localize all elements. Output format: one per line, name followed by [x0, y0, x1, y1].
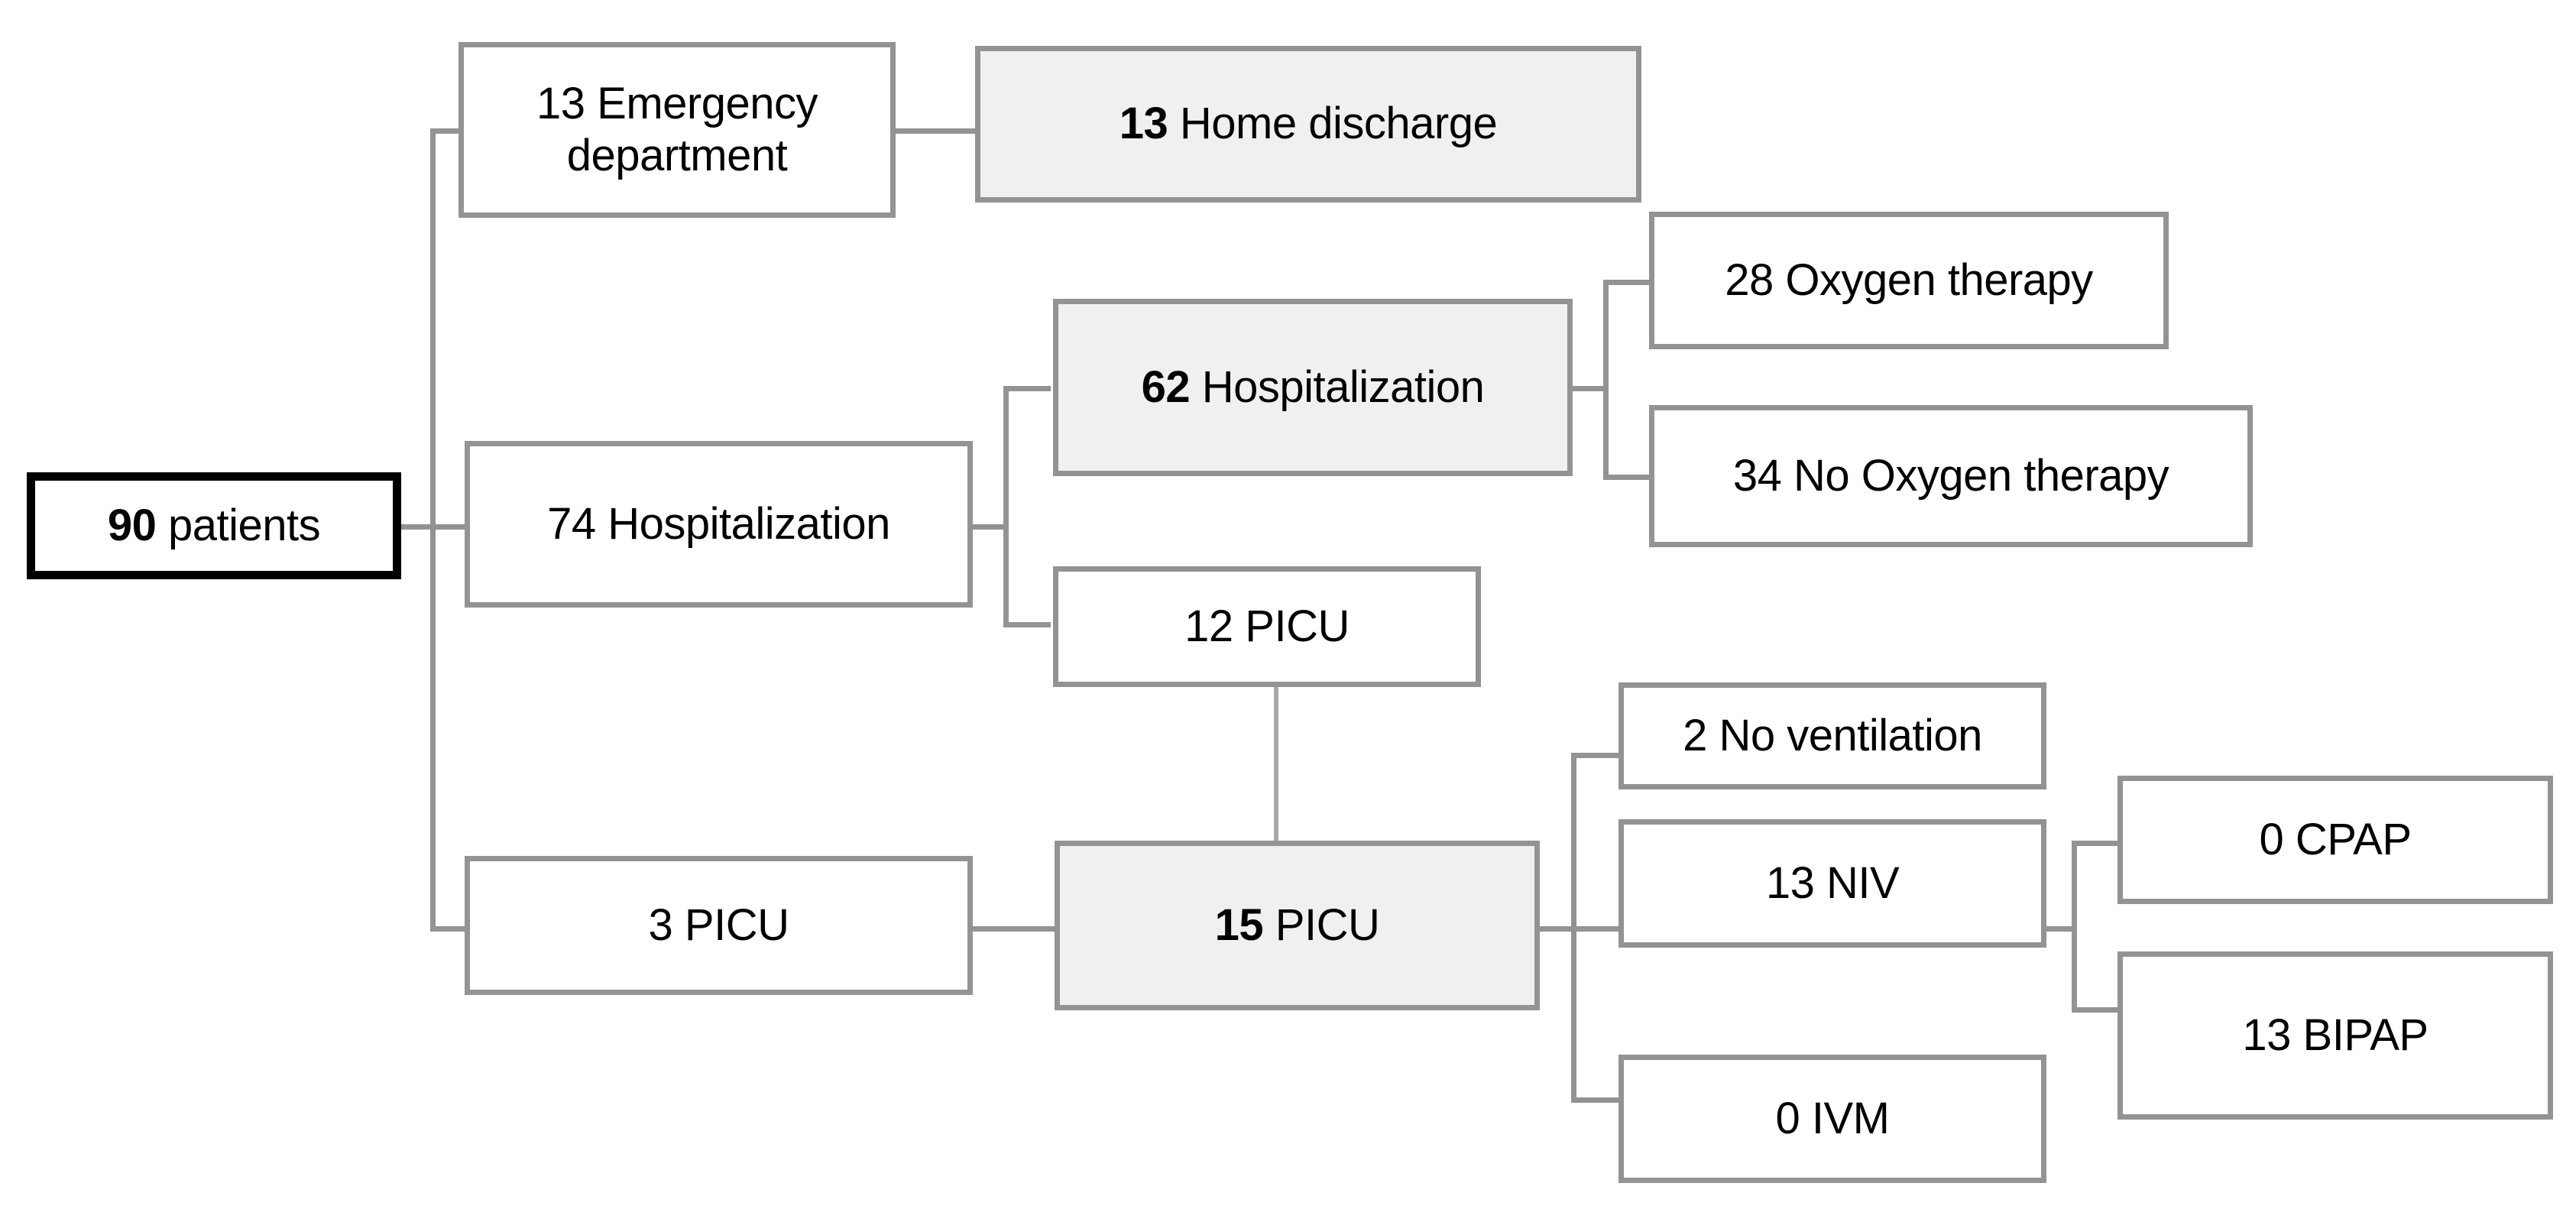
connector-hosp74-to-hosp62	[1003, 386, 1051, 391]
node-hospitalization-74-label: Hospitalization	[595, 498, 890, 549]
node-cpap-label: CPAP	[2283, 814, 2412, 864]
connector-hosp74-to-picu12	[1003, 622, 1051, 627]
node-picu-3-label: PICU	[672, 899, 789, 950]
node-home-discharge-label: Home discharge	[1168, 99, 1498, 149]
node-hospitalization-62-label: Hospitalization	[1190, 361, 1485, 412]
node-home-discharge-count: 13	[1119, 99, 1168, 149]
node-emergency-department-label: Emergency department	[566, 78, 818, 180]
node-cpap[interactable]: 0 CPAP	[2118, 776, 2553, 904]
node-no-ventilation-label: No ventilation	[1706, 710, 1982, 760]
connector-picu15-stub	[1538, 926, 1576, 932]
node-picu-3[interactable]: 3 PICU	[465, 856, 973, 995]
node-emergency-department-count: 13	[536, 78, 585, 128]
node-picu-15[interactable]: 15 PICU	[1055, 841, 1540, 1010]
node-ivm-count: 0	[1775, 1093, 1800, 1143]
node-picu-3-count: 3	[648, 899, 673, 950]
connector-hosp62-stub	[1570, 386, 1609, 391]
node-root[interactable]: 90 patients	[27, 472, 401, 579]
node-oxygen-therapy-label: Oxygen therapy	[1773, 254, 2093, 305]
node-ivm[interactable]: 0 IVM	[1619, 1055, 2046, 1183]
node-bipap-label: BIPAP	[2290, 1010, 2429, 1060]
connector-root-to-emergency	[430, 128, 465, 134]
node-emergency-department[interactable]: 13 Emergency department	[458, 42, 896, 218]
node-cpap-count: 0	[2259, 814, 2284, 864]
connector-niv-to-bipap	[2072, 1007, 2119, 1013]
connector-hosp62-to-oxygen	[1603, 280, 1651, 285]
node-hospitalization-74-count: 74	[547, 498, 596, 549]
connector-root-to-hosp74	[430, 524, 465, 530]
node-root-count: 90	[107, 500, 157, 550]
node-oxygen-therapy-count: 28	[1725, 254, 1774, 305]
connector-picu15-to-no-ventilation	[1571, 753, 1619, 758]
node-niv-count: 13	[1765, 857, 1815, 908]
node-hospitalization-62[interactable]: 62 Hospitalization	[1053, 299, 1573, 476]
node-bipap[interactable]: 13 BIPAP	[2118, 951, 2553, 1120]
connector-hosp74-stub	[970, 524, 1009, 530]
node-niv-label: NIV	[1814, 857, 1900, 908]
connector-hosp62-to-no-oxygen	[1603, 475, 1651, 480]
node-picu-15-count: 15	[1214, 899, 1264, 950]
node-hospitalization-62-count: 62	[1141, 361, 1191, 412]
connector-picu3-to-picu15	[970, 926, 1055, 932]
node-no-oxygen-therapy-count: 34	[1732, 450, 1782, 501]
connector-root-to-picu3	[430, 926, 465, 932]
node-niv[interactable]: 13 NIV	[1619, 819, 2046, 948]
node-no-oxygen-therapy[interactable]: 34 No Oxygen therapy	[1649, 405, 2253, 547]
connector-emergency-to-home-discharge	[893, 128, 978, 134]
node-picu-12-label: PICU	[1233, 601, 1350, 651]
node-no-ventilation[interactable]: 2 No ventilation	[1619, 682, 2046, 789]
node-oxygen-therapy[interactable]: 28 Oxygen therapy	[1649, 212, 2169, 349]
connector-picu15-to-niv	[1571, 926, 1619, 932]
connector-niv-to-cpap	[2072, 841, 2119, 846]
node-bipap-count: 13	[2242, 1010, 2291, 1060]
node-picu-12[interactable]: 12 PICU	[1053, 566, 1481, 687]
node-ivm-label: IVM	[1800, 1093, 1890, 1143]
connector-root-stub	[397, 524, 436, 530]
node-picu-12-count: 12	[1184, 601, 1233, 651]
node-no-oxygen-therapy-label: No Oxygen therapy	[1781, 450, 2169, 501]
node-no-ventilation-count: 2	[1683, 710, 1707, 760]
connector-niv-trunk-join	[2045, 926, 2077, 932]
connector-picu12-to-picu15	[1274, 686, 1278, 842]
connector-hosp62-trunk	[1603, 280, 1609, 480]
node-picu-15-label: PICU	[1263, 899, 1380, 950]
connector-hosp74-trunk	[1003, 386, 1009, 627]
node-hospitalization-74[interactable]: 74 Hospitalization	[465, 441, 973, 608]
node-home-discharge[interactable]: 13 Home discharge	[975, 46, 1641, 203]
connector-picu15-to-ivm	[1571, 1097, 1619, 1103]
connector-root-trunk	[430, 128, 436, 932]
node-root-label: patients	[156, 500, 321, 550]
